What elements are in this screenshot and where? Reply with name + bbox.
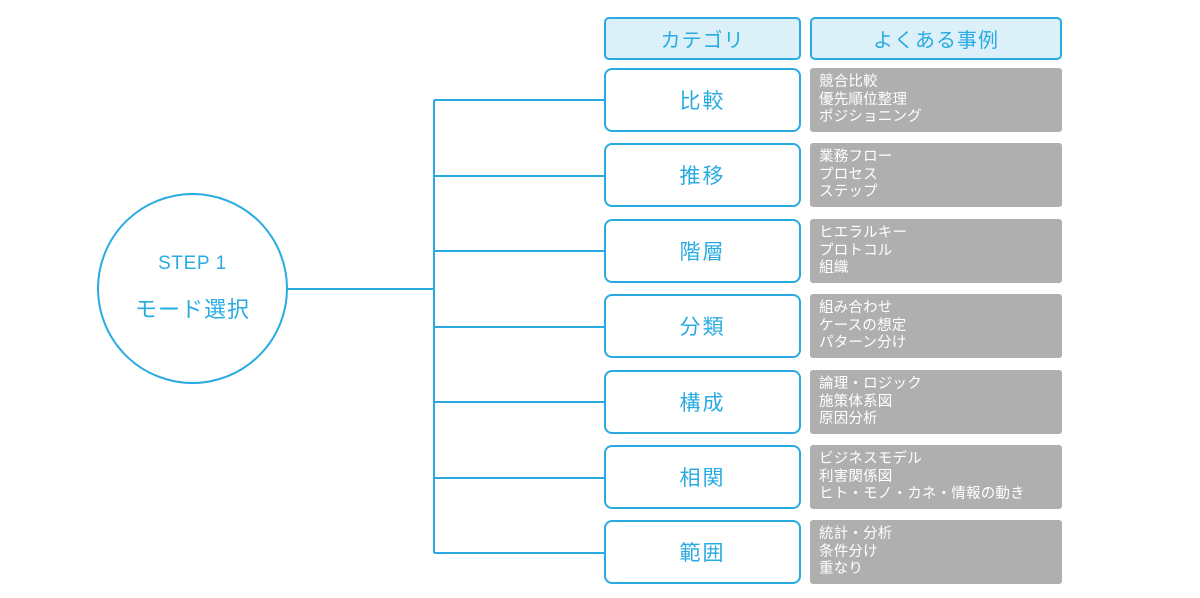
category-box[interactable]: 比較 bbox=[604, 68, 801, 132]
examples-box: 競合比較優先順位整理ポジショニング bbox=[810, 68, 1062, 132]
category-box[interactable]: 階層 bbox=[604, 219, 801, 283]
example-line: ヒト・モノ・カネ・情報の動き bbox=[819, 486, 1025, 502]
category-box[interactable]: 範囲 bbox=[604, 520, 801, 584]
category-box[interactable]: 相関 bbox=[604, 445, 801, 509]
examples-box: ビジネスモデル利害関係図ヒト・モノ・カネ・情報の動き bbox=[810, 445, 1062, 509]
diagram-row: 階層ヒエラルキープロトコル組織 bbox=[0, 219, 1200, 283]
example-line: 利害関係図 bbox=[819, 468, 893, 485]
column-header-category: カテゴリ bbox=[604, 17, 801, 60]
example-line: ステップ bbox=[819, 184, 878, 200]
diagram-row: 範囲統計・分析条件分け重なり bbox=[0, 520, 1200, 584]
example-line: 業務フロー bbox=[819, 149, 893, 165]
example-line: パターン分け bbox=[819, 335, 907, 351]
category-box[interactable]: 推移 bbox=[604, 143, 801, 207]
step-number-label: STEP 1 bbox=[158, 253, 227, 274]
category-box[interactable]: 分類 bbox=[604, 294, 801, 358]
example-line: ポジショニング bbox=[819, 109, 922, 125]
category-box[interactable]: 構成 bbox=[604, 370, 801, 434]
example-line: プロトコル bbox=[819, 242, 893, 259]
diagram-row: 構成論理・ロジック施策体系図原因分析 bbox=[0, 370, 1200, 434]
example-line: 論理・ロジック bbox=[819, 376, 922, 392]
example-line: 施策体系図 bbox=[819, 393, 893, 410]
example-line: 統計・分析 bbox=[819, 526, 893, 542]
examples-box: 論理・ロジック施策体系図原因分析 bbox=[810, 370, 1062, 434]
example-line: プロセス bbox=[819, 166, 878, 183]
example-line: 優先順位整理 bbox=[819, 91, 908, 108]
diagram-row: 相関ビジネスモデル利害関係図ヒト・モノ・カネ・情報の動き bbox=[0, 445, 1200, 509]
examples-box: 業務フロープロセスステップ bbox=[810, 143, 1062, 207]
examples-box: ヒエラルキープロトコル組織 bbox=[810, 219, 1062, 283]
example-line: ケースの想定 bbox=[819, 317, 907, 334]
example-line: 条件分け bbox=[819, 543, 878, 560]
example-line: 重なり bbox=[819, 561, 864, 577]
example-line: ビジネスモデル bbox=[819, 451, 922, 467]
example-line: ヒエラルキー bbox=[819, 225, 908, 241]
examples-box: 統計・分析条件分け重なり bbox=[810, 520, 1062, 584]
diagram-row: 比較競合比較優先順位整理ポジショニング bbox=[0, 68, 1200, 132]
example-line: 原因分析 bbox=[819, 411, 878, 427]
diagram-row: 推移業務フロープロセスステップ bbox=[0, 143, 1200, 207]
example-line: 組み合わせ bbox=[819, 300, 893, 316]
example-line: 競合比較 bbox=[819, 74, 878, 90]
examples-box: 組み合わせケースの想定パターン分け bbox=[810, 294, 1062, 358]
diagram-row: 分類組み合わせケースの想定パターン分け bbox=[0, 294, 1200, 358]
example-line: 組織 bbox=[819, 260, 849, 276]
column-header-examples: よくある事例 bbox=[810, 17, 1062, 60]
step-title-label: モード選択 bbox=[134, 297, 250, 322]
step-circle-node: STEP 1 モード選択 bbox=[97, 193, 288, 384]
